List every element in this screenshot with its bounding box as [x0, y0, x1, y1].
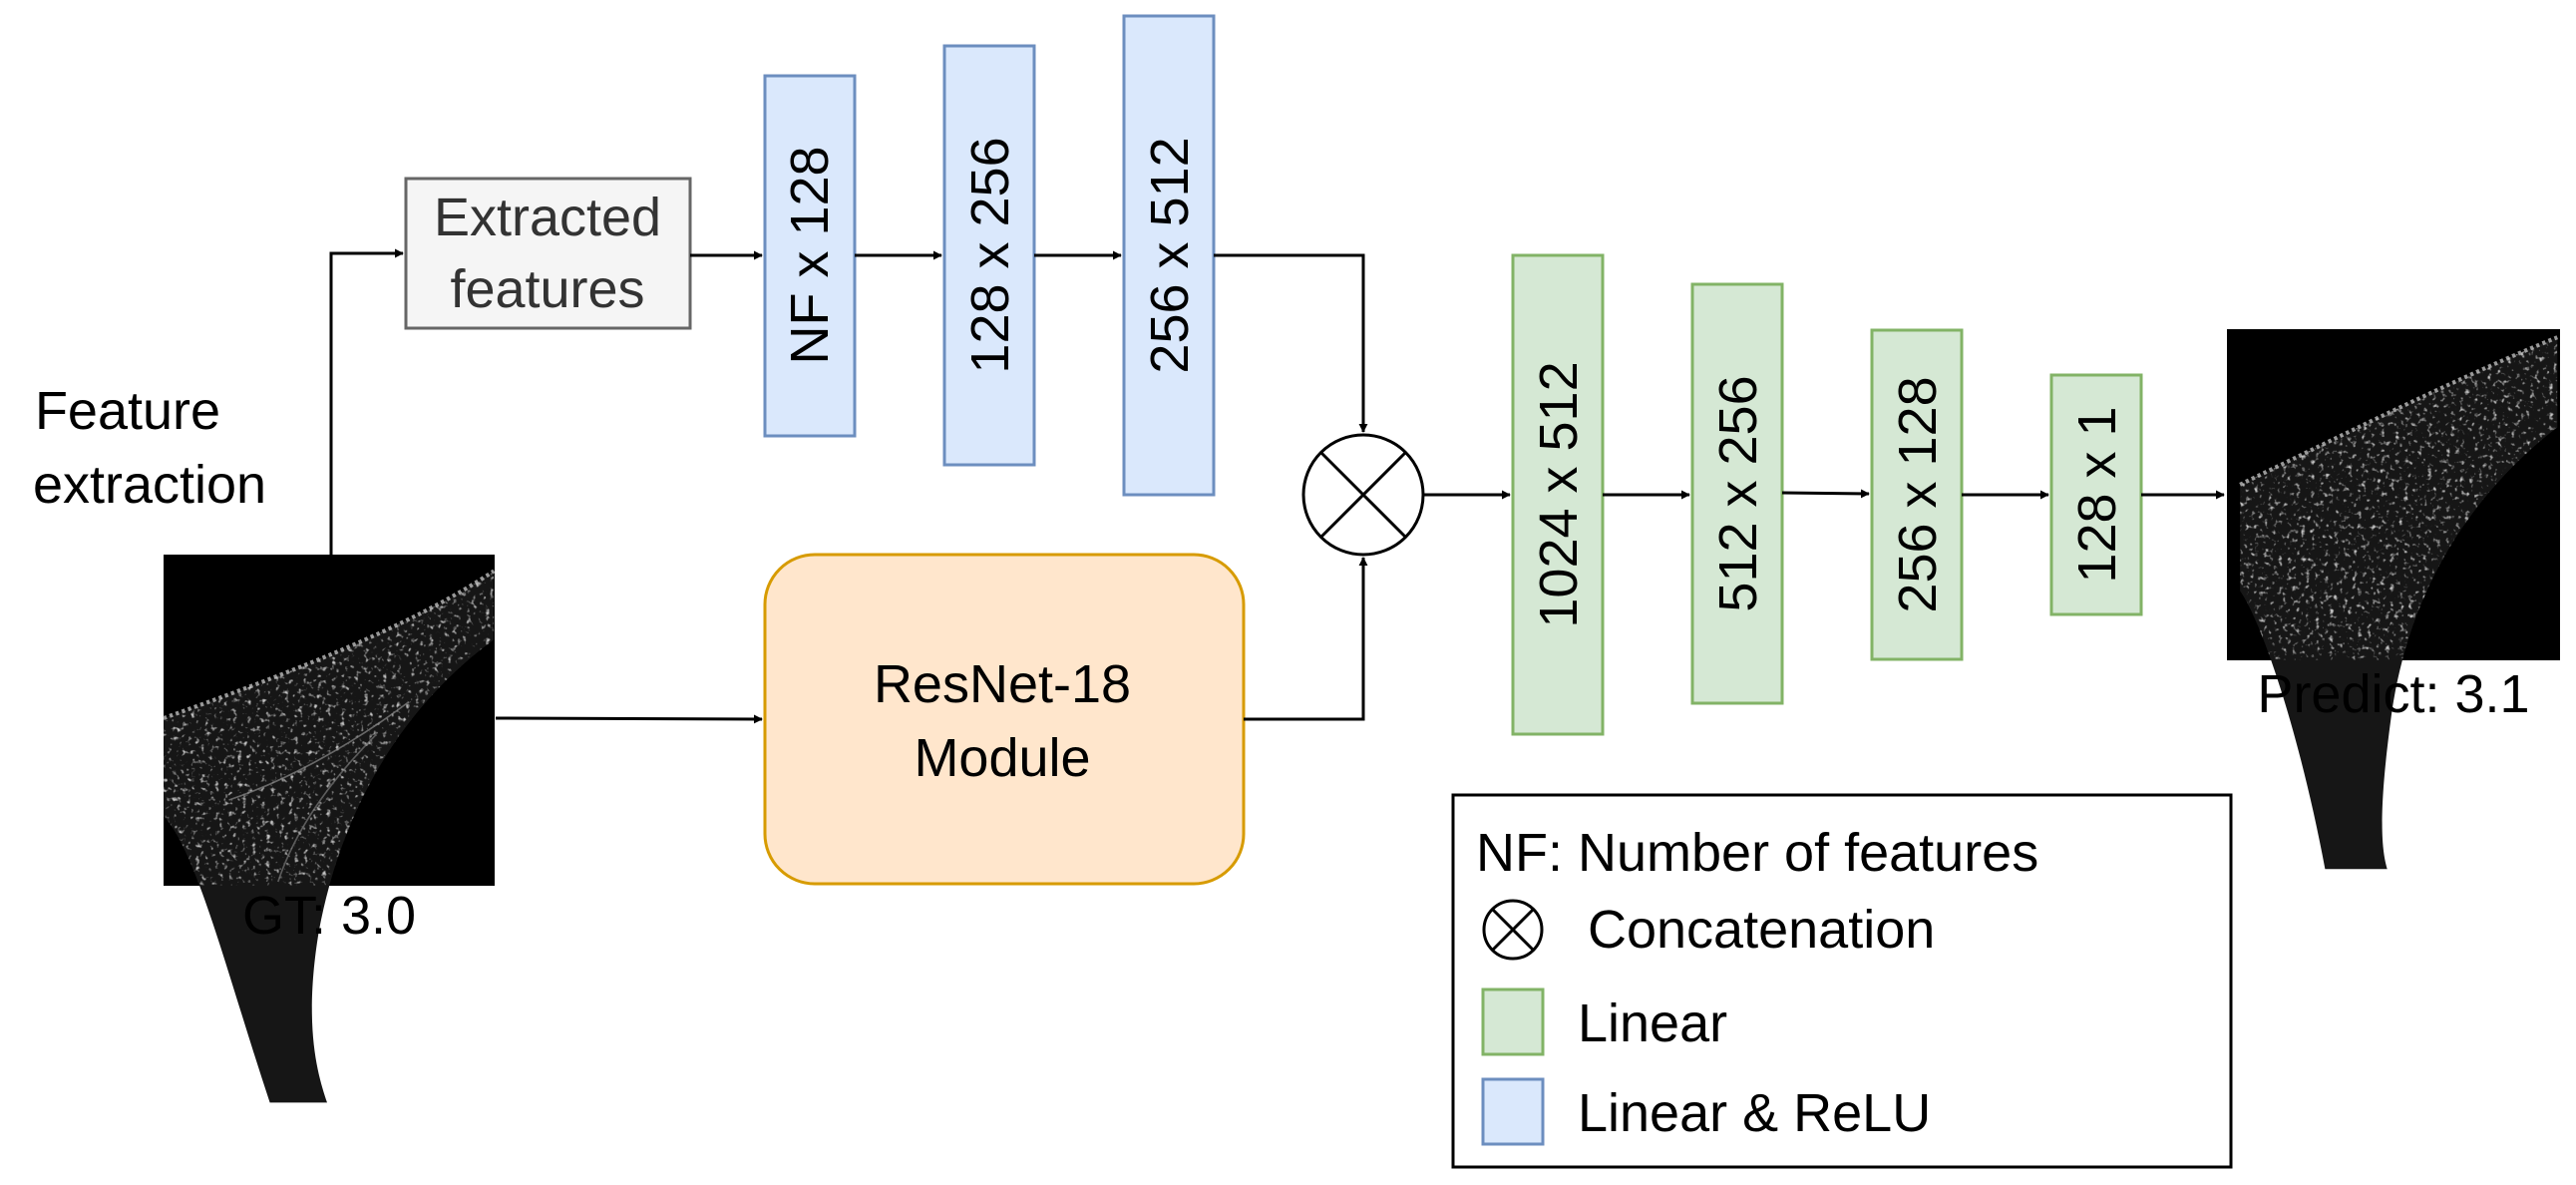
svg-text:Module: Module [914, 728, 1090, 788]
feature-extraction-label: Feature extraction [33, 381, 266, 515]
legend-linear-relu-label: Linear & ReLU [1578, 1083, 1931, 1143]
blue-layer-2: 128 x 256 [942, 44, 1036, 467]
svg-text:NF x 128: NF x 128 [780, 146, 840, 364]
connectors [329, 248, 2225, 724]
legend-nf-note: NF: Number of features [1476, 823, 2038, 883]
concatenation-node [1301, 433, 1425, 557]
svg-text:256 x 512: 256 x 512 [1140, 137, 1200, 373]
legend-concatenation-symbol [1482, 899, 1544, 961]
svg-text:Extracted: Extracted [434, 188, 661, 247]
svg-text:512 x 256: 512 x 256 [1708, 375, 1768, 611]
svg-text:128 x 256: 128 x 256 [960, 137, 1020, 373]
blue-layer-1: NF x 128 [763, 74, 857, 438]
green-layer-4: 128 x 1 [2049, 373, 2143, 616]
svg-text:extraction: extraction [33, 455, 266, 515]
blue-layer-3: 256 x 512 [1122, 14, 1216, 497]
svg-text:ResNet-18: ResNet-18 [874, 654, 1131, 714]
legend-linear-swatch [1481, 988, 1545, 1056]
svg-text:Feature: Feature [35, 381, 220, 441]
svg-text:features: features [450, 259, 644, 319]
green-layer-3: 256 x 128 [1870, 328, 1964, 661]
legend: NF: Number of features Concatenation Lin… [1451, 793, 2233, 1169]
green-layer-1: 1024 x 512 [1511, 253, 1605, 736]
green-layer-2: 512 x 256 [1690, 282, 1784, 705]
input-image [163, 555, 496, 1103]
legend-concatenation-label: Concatenation [1588, 900, 1935, 960]
legend-linear-relu-swatch [1481, 1077, 1545, 1146]
extracted-features-box: Extracted features [404, 177, 692, 330]
output-image-caption: Predict: 3.1 [2257, 664, 2529, 724]
input-image-caption: GT: 3.0 [242, 886, 416, 946]
output-image [2227, 329, 2560, 870]
svg-text:256 x 128: 256 x 128 [1888, 376, 1948, 612]
resnet-18-module: ResNet-18 Module [763, 553, 1246, 886]
svg-text:1024 x 512: 1024 x 512 [1529, 361, 1589, 627]
svg-text:128 x 1: 128 x 1 [2067, 406, 2127, 583]
legend-linear-label: Linear [1578, 993, 1727, 1053]
